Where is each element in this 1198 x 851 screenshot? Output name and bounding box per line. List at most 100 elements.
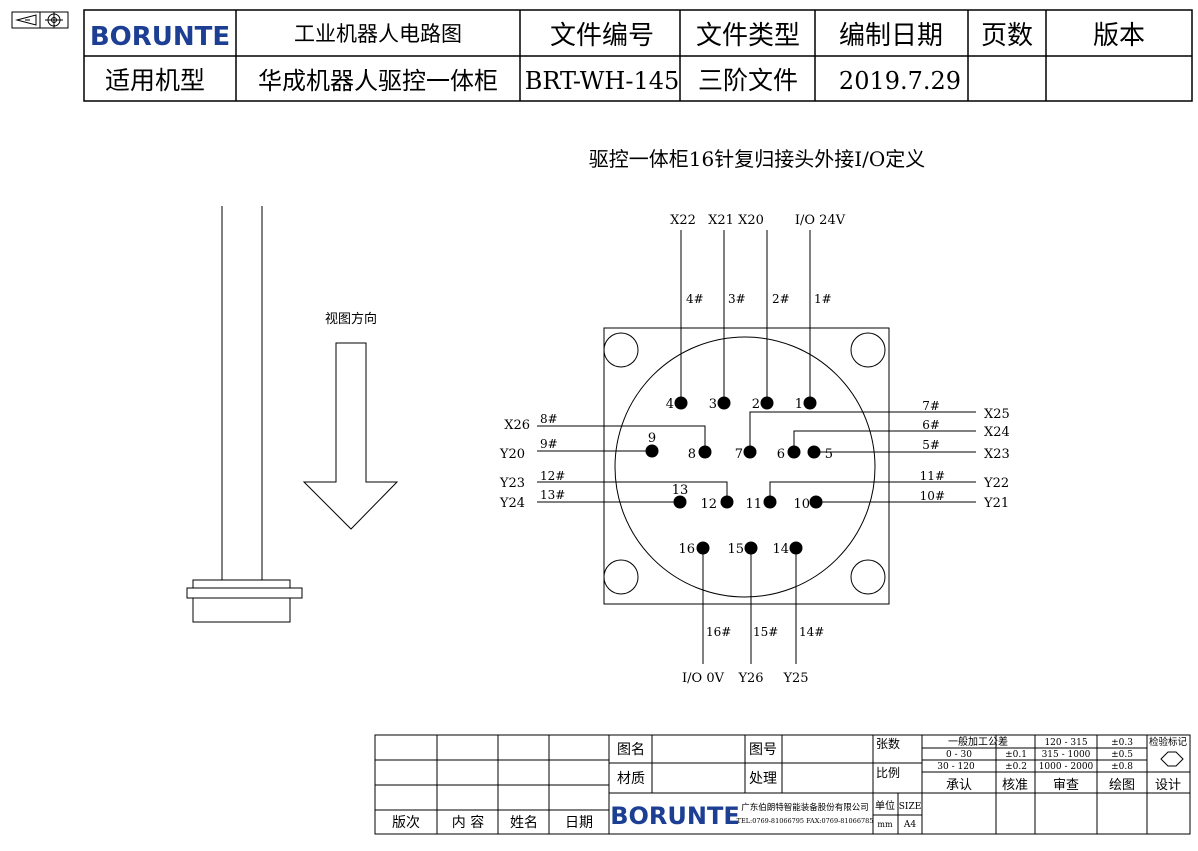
company-name: 广东伯朗特智能装备股份有限公司 [741,802,869,813]
pin-8-number: 8 [688,447,696,462]
scale-label: 比例 [876,766,900,780]
signoff-4: 绘图 [1109,778,1135,793]
inspection-mark-label: 检验标记 [1149,736,1188,748]
signoff-1: 承认 [946,778,972,793]
doc-date: 2019.7.29 [839,67,961,95]
view-direction-arrow-icon [302,342,399,530]
col-file-no: 文件编号 [550,21,654,51]
col-pages: 页数 [981,21,1033,51]
tolerance-value-1: ±0.1 [1005,750,1027,760]
pin-12-number: 12 [700,497,717,512]
unit-value: mm [877,820,893,829]
connector-labels: 11#I/O 24V22#X2033#X2144#X2255#X2366#X24… [499,213,1010,686]
header-table [83,9,1193,102]
pin-7-number: 7 [735,447,743,462]
drawing-name-label: 图名 [617,742,645,758]
pin-7-hash: 7# [922,399,940,413]
pin-12-signal: Y23 [499,476,525,491]
material-label: 材质 [617,771,645,787]
footer-brand: BORUNTE [610,802,740,830]
pin-6-number: 6 [777,447,785,462]
pin-9-signal: Y20 [499,447,525,462]
connector-pins [645,396,823,555]
tolerance-range-2: 30 - 120 [937,762,975,772]
pin-2-signal: X20 [738,213,764,228]
pin-4-number: 4 [666,397,674,412]
pin-1-number: 1 [795,397,803,412]
pin-2-number: 2 [752,397,760,412]
col-version: 版本 [1093,21,1145,51]
pin-14-number: 14 [772,542,789,557]
drawing-no-label: 图号 [749,742,777,758]
pin-4-hash: 4# [686,292,704,306]
file-no: BRT-WH-145 [525,67,680,95]
pin-11-number: 11 [745,497,762,512]
rev-col-1: 版次 [392,815,420,831]
pin-8-hash: 8# [540,412,558,426]
pin-12-hash: 12# [540,469,565,483]
pin-16-signal: I/O 0V [682,671,725,686]
pin-13-number: 13 [672,483,689,498]
pin-5-number: 5 [825,447,833,462]
pin-3-signal: X21 [708,213,734,228]
applicable-model: 华成机器人驱控一体柜 [258,67,498,95]
wire-pin-8 [537,425,706,452]
file-type: 三阶文件 [698,66,798,95]
tolerance-value-3: ±0.3 [1111,738,1133,748]
pin-6-hash: 6# [922,418,940,432]
pin-10-number: 10 [793,497,810,512]
col-file-type: 文件类型 [696,21,800,51]
tolerance-range-1: 0 - 30 [946,750,972,760]
pin-11-hash: 11# [920,469,945,483]
treatment-label: 处理 [749,771,777,787]
company-contact: TEL:0769-81066795 FAX:0769-81066785 [737,817,874,825]
wire-pin-6 [793,430,976,452]
pin-3-hash: 3# [728,292,746,306]
diagram-title: 驱控一体柜16针复归接头外接I/O定义 [589,147,925,171]
pin-16-number: 16 [678,542,695,557]
title-block-text: 版次内 容姓名日期图名图号材质处理张数比例一般加工公差0 - 30±0.130 … [392,735,1187,831]
pin-3-number: 3 [709,397,717,412]
pin-9-hash: 9# [540,437,558,451]
pin-10-hash: 10# [920,489,945,503]
rev-col-4: 日期 [565,815,593,831]
view-direction-label: 视图方向 [325,311,377,327]
pin-6-signal: X24 [984,425,1010,440]
pin-14-signal: Y25 [782,671,808,686]
pin-15-signal: Y26 [737,671,763,686]
title-block [374,734,1191,835]
pin-15-number: 15 [727,542,744,557]
connector-wires [537,230,976,664]
sheets-label: 张数 [876,736,900,751]
pin-4-signal: X22 [670,213,696,228]
rev-col-3: 姓名 [510,815,538,831]
pin-11-signal: Y22 [983,476,1009,491]
applicable-model-label: 适用机型 [105,66,205,95]
signoff-3: 审查 [1053,778,1079,793]
pin-14-hash: 14# [799,625,824,639]
pin-5-signal: X23 [984,447,1010,462]
pin-5-hash: 5# [922,438,940,452]
pin-7-signal: X25 [984,407,1010,422]
size-label: SIZE [899,802,922,812]
pin-8-signal: X26 [504,418,530,433]
pin-1-hash: 1# [814,292,832,306]
header-brand: BORUNTE [90,22,230,52]
rev-col-2: 内 容 [452,814,484,831]
tolerance-value-4: ±0.5 [1111,750,1133,760]
pin-10-signal: Y21 [983,496,1009,511]
wire-pin-12 [537,481,728,502]
pin-9-number: 9 [648,431,656,446]
signoff-2: 核准 [1002,778,1028,793]
pin-2-hash: 2# [772,292,790,306]
wire-pin-7 [749,411,976,452]
signoff-5: 设计 [1155,778,1181,793]
unit-label: 单位 [875,799,895,812]
tolerance-range-3: 120 - 315 [1044,738,1087,748]
size-value: A4 [903,820,916,830]
pin-15-hash: 15# [753,625,778,639]
connector-housing [603,327,890,605]
pin-16-hash: 16# [706,625,731,639]
